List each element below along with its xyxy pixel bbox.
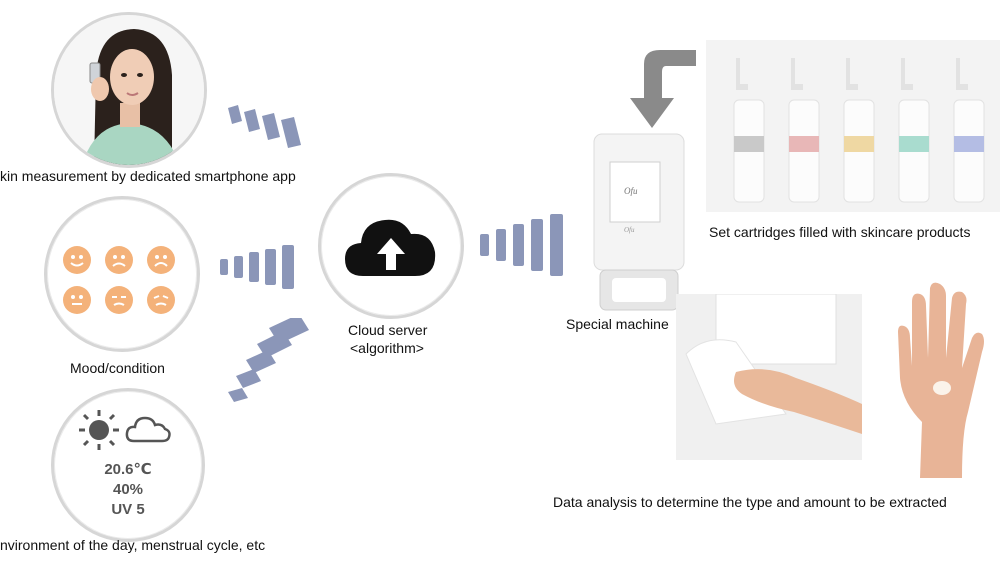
- signal-waves-environment: [228, 318, 309, 402]
- neutral-face-icon: [63, 286, 91, 314]
- signal-waves-cloud: [480, 214, 563, 276]
- signal-waves-skin: [228, 105, 301, 148]
- cartridges-image: [706, 40, 1000, 212]
- cloud-server-caption: Cloud server: [348, 322, 428, 338]
- temperature-value: 20.6℃: [104, 461, 152, 478]
- environment-caption: nvironment of the day, menstrual cycle, …: [0, 537, 266, 553]
- svg-text:Ofu: Ofu: [624, 186, 638, 196]
- humidity-value: 40%: [112, 481, 144, 498]
- sad-face-icon: [105, 246, 133, 274]
- cloud-server-algorithm-caption: <algorithm>: [350, 340, 424, 356]
- down-arrow-icon: [630, 50, 696, 128]
- svg-text:Ofu: Ofu: [624, 226, 635, 234]
- cloud-upload-icon: [345, 219, 436, 276]
- signal-waves-mood: [220, 245, 294, 289]
- palm-with-product-image: [892, 282, 986, 478]
- skin-measurement-circle: [51, 12, 207, 168]
- happy-face-icon: [63, 246, 91, 274]
- mood-condition-caption: Mood/condition: [70, 360, 165, 376]
- sun-icon: [79, 410, 119, 450]
- cartridges-caption: Set cartridges filled with skincare prod…: [709, 224, 971, 240]
- cloud-server-circle: [318, 173, 464, 319]
- mood-condition-circle: [44, 196, 200, 352]
- skin-measurement-caption: kin measurement by dedicated smartphone …: [0, 168, 296, 184]
- environment-circle: 20.6℃ 40% UV 5: [51, 388, 205, 542]
- special-machine-caption: Special machine: [566, 316, 669, 332]
- special-machine-image: Ofu Ofu: [592, 132, 686, 312]
- tired-face-icon: [105, 286, 133, 314]
- cloud-icon: [125, 416, 171, 443]
- frown-face-icon: [147, 246, 175, 274]
- sick-face-icon: [147, 286, 175, 314]
- uv-value: UV 5: [111, 501, 145, 518]
- data-analysis-caption: Data analysis to determine the type and …: [553, 494, 947, 510]
- woman-with-phone-image: [54, 15, 204, 165]
- hand-under-machine-image: [676, 293, 862, 460]
